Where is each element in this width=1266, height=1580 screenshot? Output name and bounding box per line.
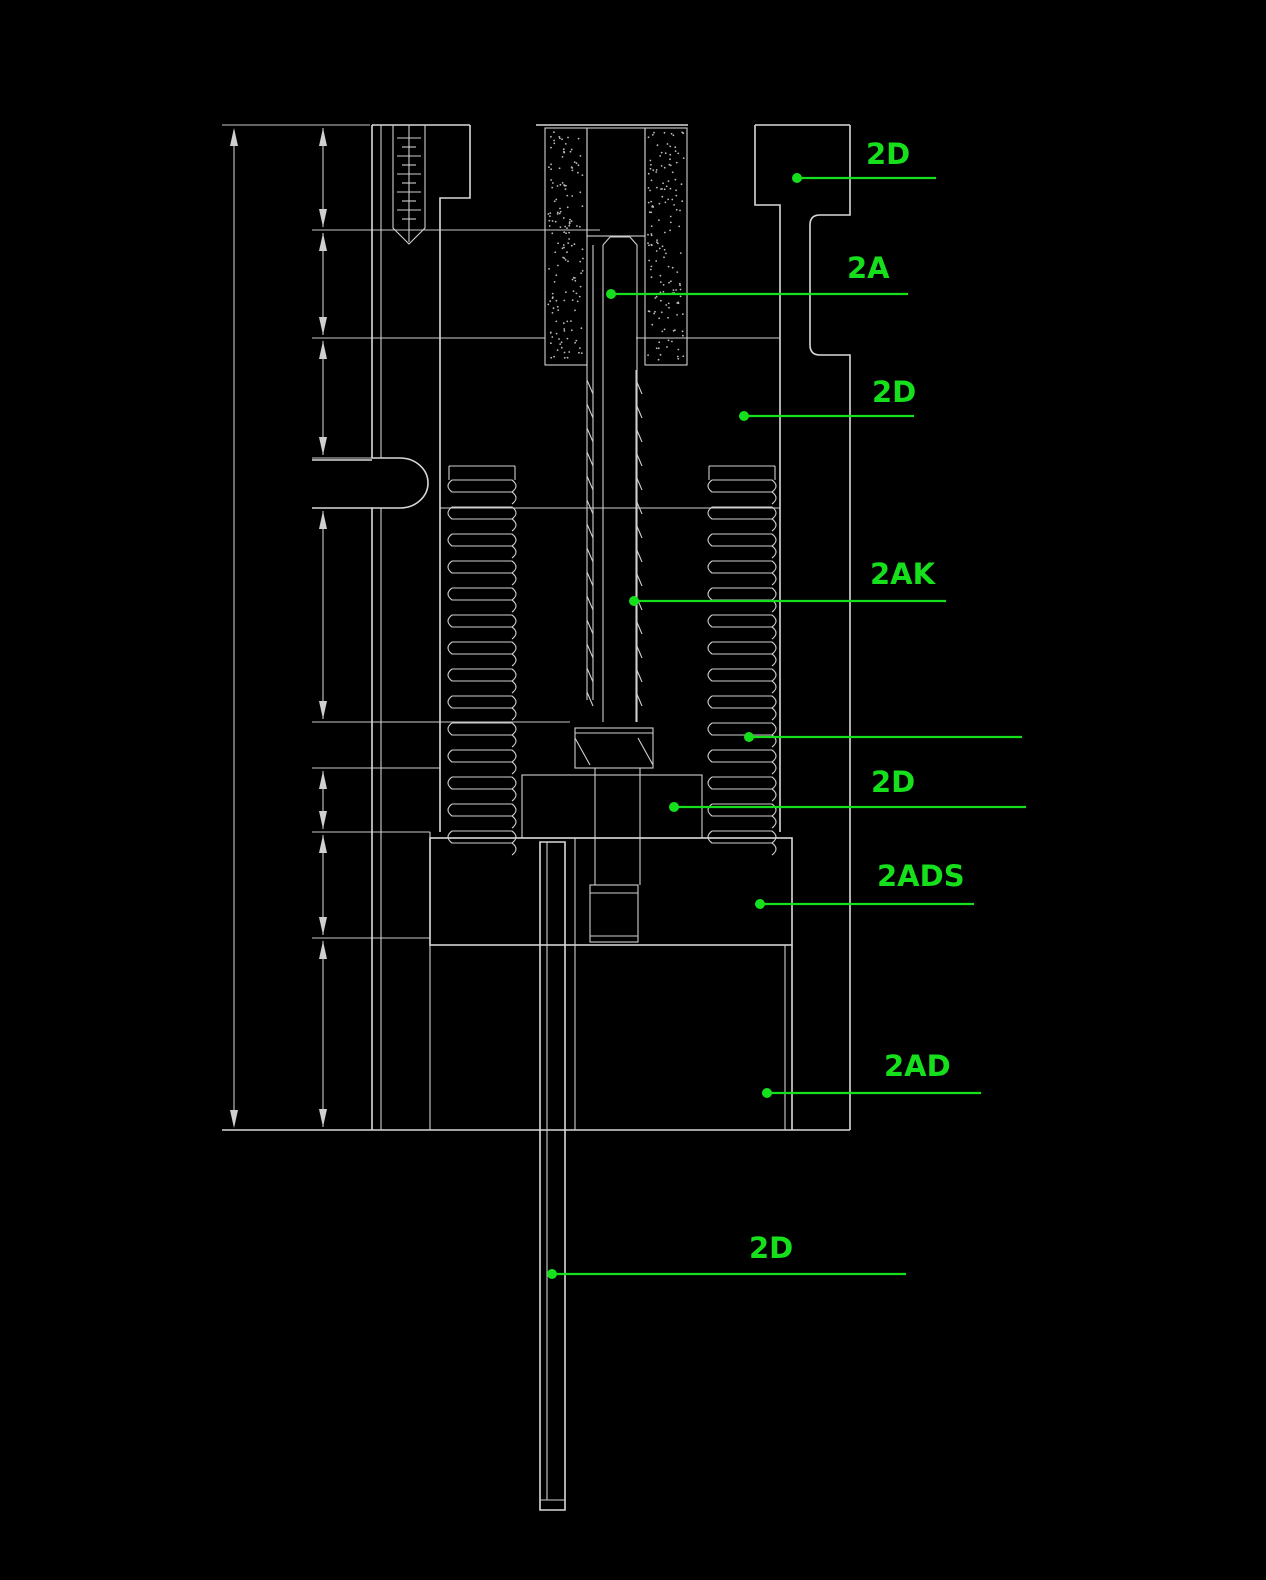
spring-left: [447, 465, 517, 856]
callout-retainer-plate: 2D: [669, 765, 1026, 812]
callout-upper-plate: 2D: [739, 375, 916, 421]
die-plate: [574, 838, 793, 1130]
callout-guide-pin: 2A: [606, 251, 908, 299]
callout-label: 2AK: [870, 557, 937, 591]
die-body-outline: [222, 124, 851, 1131]
guide-bushing: [544, 127, 688, 366]
callout-label: 2AD: [884, 1049, 951, 1083]
spring-right: [707, 465, 777, 856]
punch: [539, 841, 566, 1511]
callout-label: 2D: [871, 765, 915, 799]
cap-screw: [392, 125, 426, 245]
callout-punch: 2D: [547, 1231, 906, 1279]
callout-label: 2A: [847, 251, 890, 285]
callout-top-plate: 2D: [792, 137, 936, 183]
shoulder-bolt: [574, 236, 654, 943]
stripper-plate: [429, 837, 793, 946]
callout-spring: [744, 732, 1022, 742]
callout-label: 2D: [872, 375, 916, 409]
callout-die-plate: 2AD: [762, 1049, 981, 1098]
callout-shoulder-bolt: 2AK: [629, 557, 946, 606]
callout-label: 2D: [749, 1231, 793, 1265]
callout-label: 2ADS: [877, 859, 965, 893]
callouts: 2D 2A 2D 2AK 2D 2AD: [547, 137, 1026, 1279]
callout-stripper-plate: 2ADS: [755, 859, 974, 909]
callout-label: 2D: [866, 137, 910, 171]
